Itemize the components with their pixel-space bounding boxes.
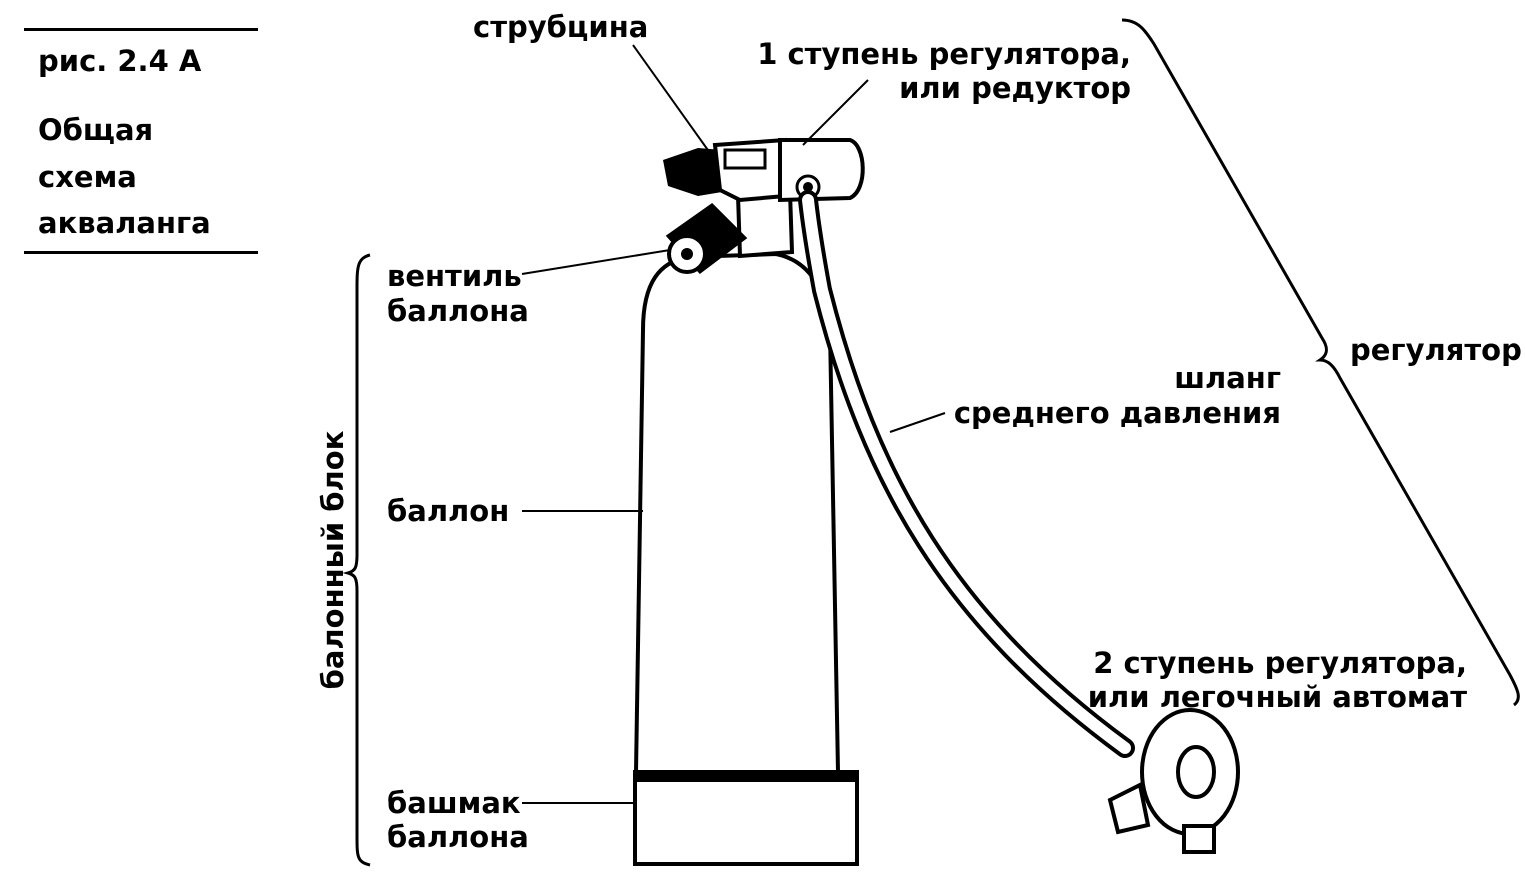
second-stage-label-line-2: или легочный автомат [1087,680,1467,714]
hose-leader [889,412,946,433]
caption-bottom-rule [24,251,258,254]
figure-title-line-3: акваланга [38,206,211,240]
clamp-leader [632,44,716,161]
hose-label-line-1: шланг [1174,361,1281,395]
regulator-label: регулятор [1350,333,1522,367]
cylinder-boot [633,770,859,866]
first-stage-leader [802,79,869,146]
clamp-yoke [663,137,787,203]
valve-label-line-1: вентиль [387,259,522,293]
first-stage-label-line-2: или редуктор [899,71,1131,105]
figure-number: рис. 2.4 А [38,44,202,78]
medium-pressure-hose-outline [798,190,1135,758]
cylinder-unit-label: балонный блок [316,430,350,689]
regulator-brace [1121,18,1520,707]
boot-label-line-2: баллона [387,820,529,854]
second-stage-label-line-1: 2 ступень регулятора, [1093,646,1467,680]
valve-label-line-2: баллона [387,294,529,328]
first-stage-label-line-1: 1 ступень регулятора, [757,37,1131,71]
valve-handwheel [665,203,748,275]
boot-label-line-1: башмак [387,786,521,820]
hose-label-line-2: среднего давления [953,396,1281,430]
valve-leader [521,249,671,275]
first-stage-body [778,138,865,203]
medium-pressure-hose [802,194,1131,754]
figure-title-line-1: Общая [38,113,154,147]
cylinder-body [633,251,841,774]
caption-top-rule [24,28,258,31]
figure-title-line-2: схема [38,160,137,194]
clamp-label: струбцина [473,10,649,44]
cylinder-label: баллон [387,494,510,528]
second-stage-body [1107,708,1240,854]
cylinder-unit-brace [342,253,371,867]
